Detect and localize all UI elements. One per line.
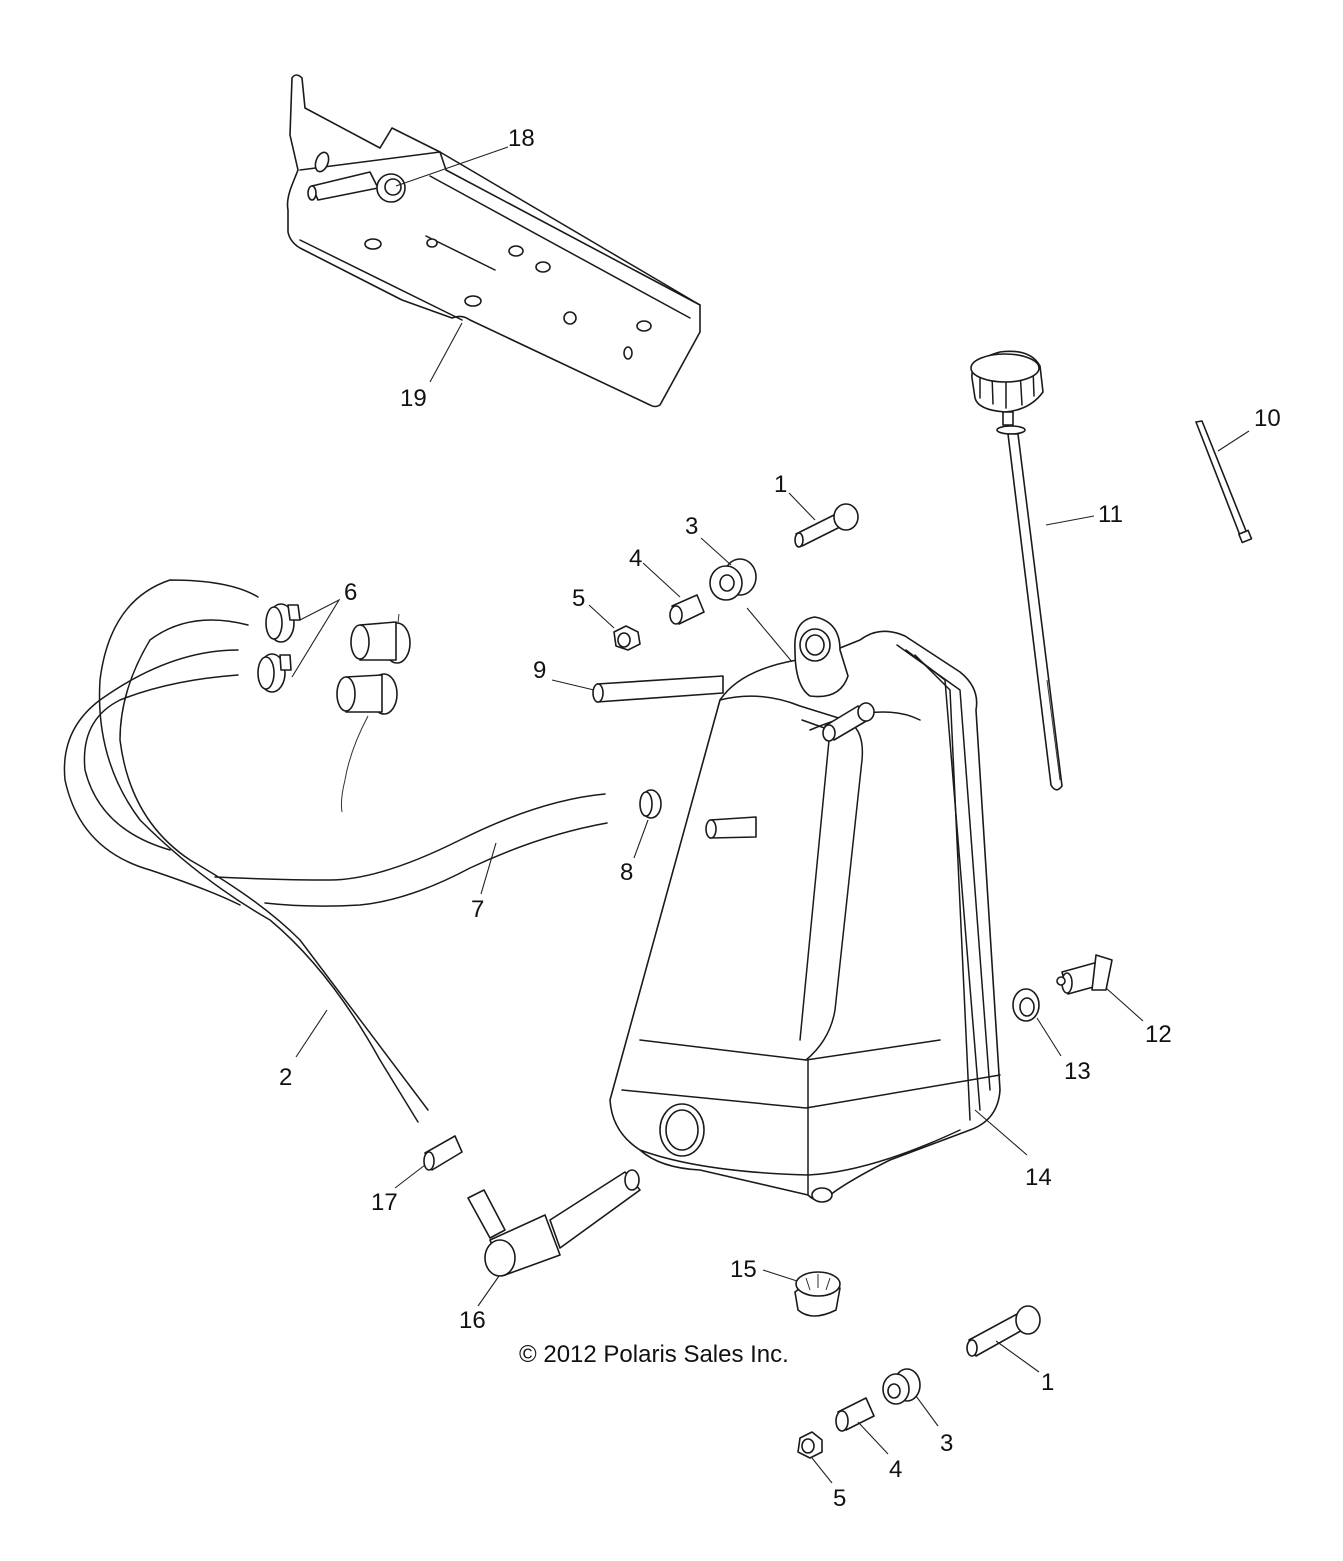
leader-6 <box>291 598 341 678</box>
callout-7: 7 <box>471 896 484 923</box>
bracket-bolt <box>307 171 406 203</box>
callout-11: 11 <box>1098 501 1123 528</box>
upper-grommet <box>709 558 757 601</box>
callout-8: 8 <box>620 859 633 886</box>
callout-3-upper: 3 <box>685 513 698 540</box>
sealing-washer <box>1012 988 1040 1022</box>
dipstick <box>970 350 1063 791</box>
lower-nut <box>797 1431 823 1459</box>
oil-tank <box>609 616 1001 1203</box>
hose-grommets <box>336 613 411 813</box>
callout-18: 18 <box>508 125 535 152</box>
vent-hose <box>592 675 724 703</box>
leader-16 <box>477 1275 500 1307</box>
leader-12 <box>1105 987 1144 1022</box>
callout-9: 9 <box>533 657 546 684</box>
leader-3-lower <box>915 1395 939 1427</box>
callout-1-lower: 1 <box>1041 1369 1054 1396</box>
leader-2 <box>295 1009 328 1058</box>
callout-12: 12 <box>1145 1021 1172 1048</box>
hose-2 <box>63 579 429 1123</box>
callout-16: 16 <box>459 1307 486 1334</box>
callout-10: 10 <box>1254 405 1281 432</box>
leader-10 <box>1217 430 1250 452</box>
lower-bolt <box>966 1305 1041 1357</box>
leader-4-lower <box>857 1421 889 1455</box>
callout-4-lower: 4 <box>889 1456 902 1483</box>
leader-1-upper <box>788 492 816 521</box>
callout-19: 19 <box>400 385 427 412</box>
leader-9 <box>551 679 595 691</box>
leader-5-lower <box>811 1457 833 1484</box>
callout-5-lower: 5 <box>833 1485 846 1512</box>
upper-nut <box>613 625 641 651</box>
leader-17 <box>394 1164 426 1189</box>
callout-4-upper: 4 <box>629 545 642 572</box>
hose-clamps <box>257 603 301 693</box>
callout-15: 15 <box>730 1256 757 1283</box>
callout-2: 2 <box>279 1064 292 1091</box>
hose-clamp-17 <box>423 1135 463 1171</box>
copyright-notice: © 2012 Polaris Sales Inc. <box>519 1341 789 1368</box>
leader-19 <box>429 322 463 383</box>
leader-3-to-tank <box>746 607 794 664</box>
callout-13: 13 <box>1064 1058 1091 1085</box>
elbow-fitting <box>467 1169 641 1277</box>
leader-5-upper <box>588 604 615 629</box>
callout-6: 6 <box>344 579 357 606</box>
leader-18 <box>395 146 509 187</box>
leader-3-upper <box>700 537 732 566</box>
long-bolt <box>1195 420 1253 544</box>
callout-3-lower: 3 <box>940 1430 953 1457</box>
hose-7 <box>214 793 608 907</box>
leader-13 <box>1036 1017 1062 1057</box>
callout-1-upper: 1 <box>774 471 787 498</box>
leader-15 <box>762 1269 798 1282</box>
leader-4-upper <box>642 562 681 598</box>
leader-14 <box>974 1109 1028 1156</box>
upper-bolt <box>794 503 859 548</box>
leader-8 <box>633 819 649 859</box>
drain-fitting <box>1056 954 1113 995</box>
mounting-bracket <box>286 74 701 408</box>
tank-plug <box>794 1271 841 1317</box>
lower-grommet <box>882 1368 921 1405</box>
small-clamp <box>639 789 662 819</box>
callout-17: 17 <box>371 1189 398 1216</box>
leader-11 <box>1045 515 1095 526</box>
callout-14: 14 <box>1025 1164 1052 1191</box>
upper-sleeve <box>669 594 705 625</box>
lower-sleeve <box>835 1397 875 1432</box>
callout-5-upper: 5 <box>572 585 585 612</box>
leader-1-lower <box>995 1340 1040 1373</box>
leader-7 <box>480 842 497 895</box>
